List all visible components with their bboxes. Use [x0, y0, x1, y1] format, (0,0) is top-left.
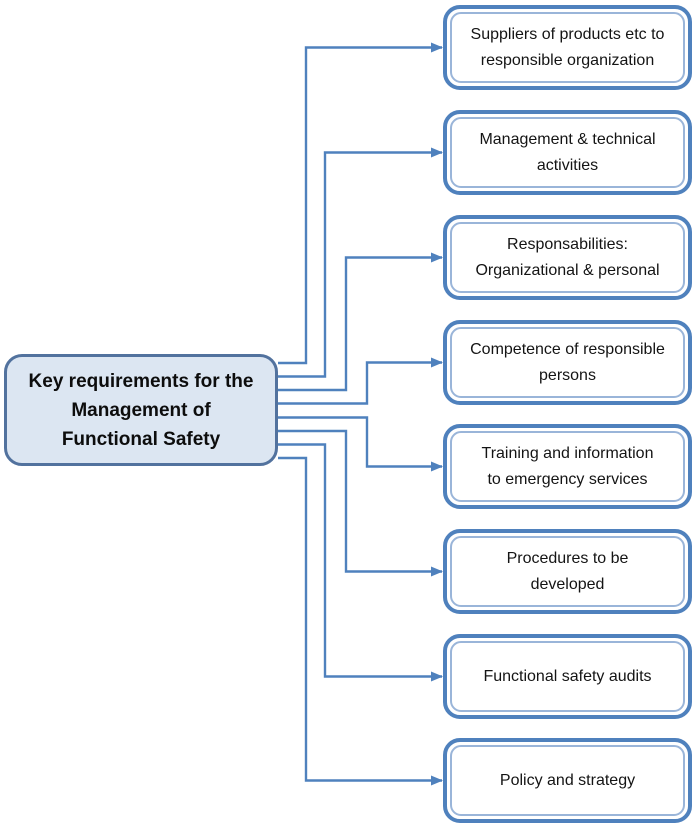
node-box: Policy and strategy [443, 738, 692, 823]
node-box: Functional safety audits [443, 634, 692, 719]
node-label: Management & technical activities [479, 130, 656, 174]
node-box: Training and information to emergency se… [443, 424, 692, 509]
node-box: Competence of responsible persons [443, 320, 692, 405]
node-box: Responsabilities: Organizational & perso… [443, 215, 692, 300]
node-inner-frame: Competence of responsible persons [450, 327, 685, 398]
connector [278, 416, 443, 472]
node-label: Procedures to be developed [506, 549, 629, 593]
hub-label: Key requirements for the Management of F… [28, 370, 254, 450]
node-label: Policy and strategy [499, 771, 636, 789]
node-inner-frame: Responsabilities: Organizational & perso… [450, 222, 685, 293]
node-inner-frame: Functional safety audits [450, 641, 685, 712]
connector [278, 429, 443, 577]
node-label: Responsabilities: Organizational & perso… [475, 235, 660, 279]
node-label: Competence of responsible persons [470, 340, 665, 384]
node-label: Functional safety audits [483, 667, 652, 685]
connector [278, 357, 443, 405]
node-label: Suppliers of products etc to responsible… [470, 25, 665, 69]
node-box: Suppliers of products etc to responsible… [443, 5, 692, 90]
connector [278, 443, 443, 682]
node-inner-frame: Management & technical activities [450, 117, 685, 188]
node-box: Management & technical activities [443, 110, 692, 195]
connector [278, 147, 443, 378]
node-inner-frame: Training and information to emergency se… [450, 431, 685, 502]
node-label: Training and information to emergency se… [481, 444, 654, 488]
node-inner-frame: Suppliers of products etc to responsible… [450, 12, 685, 83]
hub-box: Key requirements for the Management of F… [4, 354, 278, 466]
node-inner-frame: Procedures to be developed [450, 536, 685, 607]
node-box: Procedures to be developed [443, 529, 692, 614]
node-inner-frame: Policy and strategy [450, 745, 685, 816]
connector [278, 42, 443, 365]
connector [278, 456, 443, 786]
connector [278, 252, 443, 392]
